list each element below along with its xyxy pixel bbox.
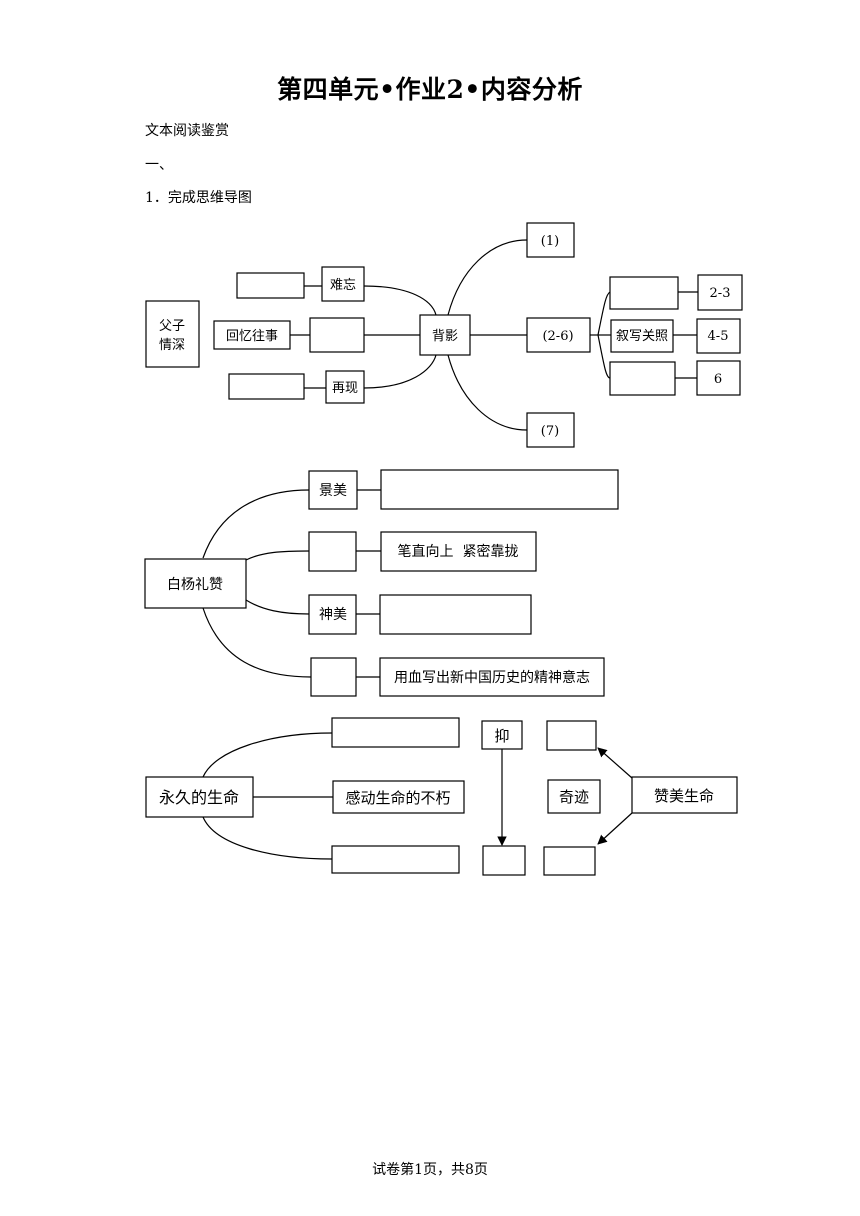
range-6-box bbox=[696, 360, 741, 396]
qiji-label: 奇迹 bbox=[559, 788, 589, 806]
mindmap-yongjiu: 永久的生命 感动生命的不朽 抑 奇迹 赞美生命 bbox=[145, 717, 738, 876]
page-title: 第四单元•作业2•内容分析 bbox=[277, 75, 583, 104]
blank-box-top-right bbox=[546, 720, 597, 751]
bizhi-label: 笔直向上 紧密靠拢 bbox=[398, 543, 519, 560]
mindmap-baiyang: 白杨礼赞 景美 笔直向上 紧密靠拢 神美 用血写出新中国历史的精神意志 bbox=[144, 469, 619, 697]
blank-box-zaixian bbox=[228, 373, 305, 400]
range-2-3-label: 2-3 bbox=[710, 286, 731, 301]
blank-box-6 bbox=[609, 361, 676, 396]
yi-box bbox=[481, 720, 523, 750]
blank-box-middle bbox=[309, 317, 365, 353]
blank-box-jingmei bbox=[380, 469, 619, 510]
blank-box-nanwang bbox=[236, 272, 305, 299]
shenmei-box bbox=[308, 594, 357, 635]
gandong-label: 感动生命的不朽 bbox=[345, 789, 450, 807]
xuxie-box bbox=[610, 319, 674, 353]
shenmei-label: 神美 bbox=[319, 607, 347, 623]
blank-box-bottom-right bbox=[543, 846, 596, 876]
qingshen-label: 情深 bbox=[159, 338, 185, 353]
para1-box bbox=[526, 222, 575, 258]
fuzi-qingshen-box bbox=[145, 300, 200, 368]
baiyang-label: 白杨礼赞 bbox=[167, 577, 223, 593]
blank-box-under-yi bbox=[482, 845, 526, 876]
jingmei-label: 景美 bbox=[319, 483, 347, 499]
yi-label: 抑 bbox=[494, 727, 509, 745]
bizhi-box bbox=[380, 531, 537, 572]
para2-6-box bbox=[526, 317, 591, 353]
zanmei-box bbox=[631, 776, 738, 814]
para7-box bbox=[526, 412, 575, 448]
page-footer: 试卷第1页，共8页 bbox=[372, 1162, 488, 1178]
blank-box-bottom bbox=[331, 845, 460, 874]
zaixian-label: 再现 bbox=[332, 381, 358, 396]
mindmap-beiying: 父子 情深 难忘 回忆往事 再现 背影 (1) (2-6) (7) 叙写关照 bbox=[145, 222, 743, 448]
blank-box-shenmei bbox=[379, 594, 532, 635]
part-label: 一、 bbox=[145, 157, 173, 173]
baiyang-center-box bbox=[144, 558, 247, 609]
beiying-label: 背影 bbox=[432, 329, 458, 344]
zaixian-box bbox=[325, 370, 365, 404]
beiying-center-box bbox=[419, 314, 471, 356]
blank-box-left-2 bbox=[308, 531, 357, 572]
blank-box-2-3 bbox=[609, 276, 679, 310]
history-label: 用血写出新中国历史的精神意志 bbox=[394, 669, 590, 686]
nanwang-label: 难忘 bbox=[330, 278, 356, 293]
range-4-5-label: 4-5 bbox=[708, 329, 729, 344]
range-6-label: 6 bbox=[714, 372, 722, 387]
zanmei-label: 赞美生命 bbox=[654, 787, 714, 805]
gandong-box bbox=[332, 780, 465, 814]
huiyi-label: 回忆往事 bbox=[226, 328, 278, 344]
qiji-box bbox=[547, 779, 601, 814]
para2-6-label: (2-6) bbox=[542, 329, 573, 344]
huiyi-box bbox=[213, 320, 291, 350]
blank-box-top bbox=[331, 717, 460, 748]
range-2-3-box bbox=[697, 274, 743, 311]
history-box bbox=[379, 657, 605, 697]
blank-box-left-4 bbox=[310, 657, 357, 697]
yongjiu-label: 永久的生命 bbox=[159, 788, 239, 807]
range-4-5-box bbox=[696, 318, 741, 354]
para1-label: (1) bbox=[541, 234, 559, 249]
xuxie-label: 叙写关照 bbox=[616, 329, 668, 344]
yongjiu-center-box bbox=[145, 776, 254, 818]
question-label: 1．完成思维导图 bbox=[145, 190, 252, 206]
para7-label: (7) bbox=[541, 424, 559, 439]
section-label: 文本阅读鉴赏 bbox=[145, 123, 229, 139]
nanwang-box bbox=[321, 266, 365, 302]
fuzi-label: 父子 bbox=[159, 319, 185, 334]
jingmei-box bbox=[308, 470, 358, 510]
